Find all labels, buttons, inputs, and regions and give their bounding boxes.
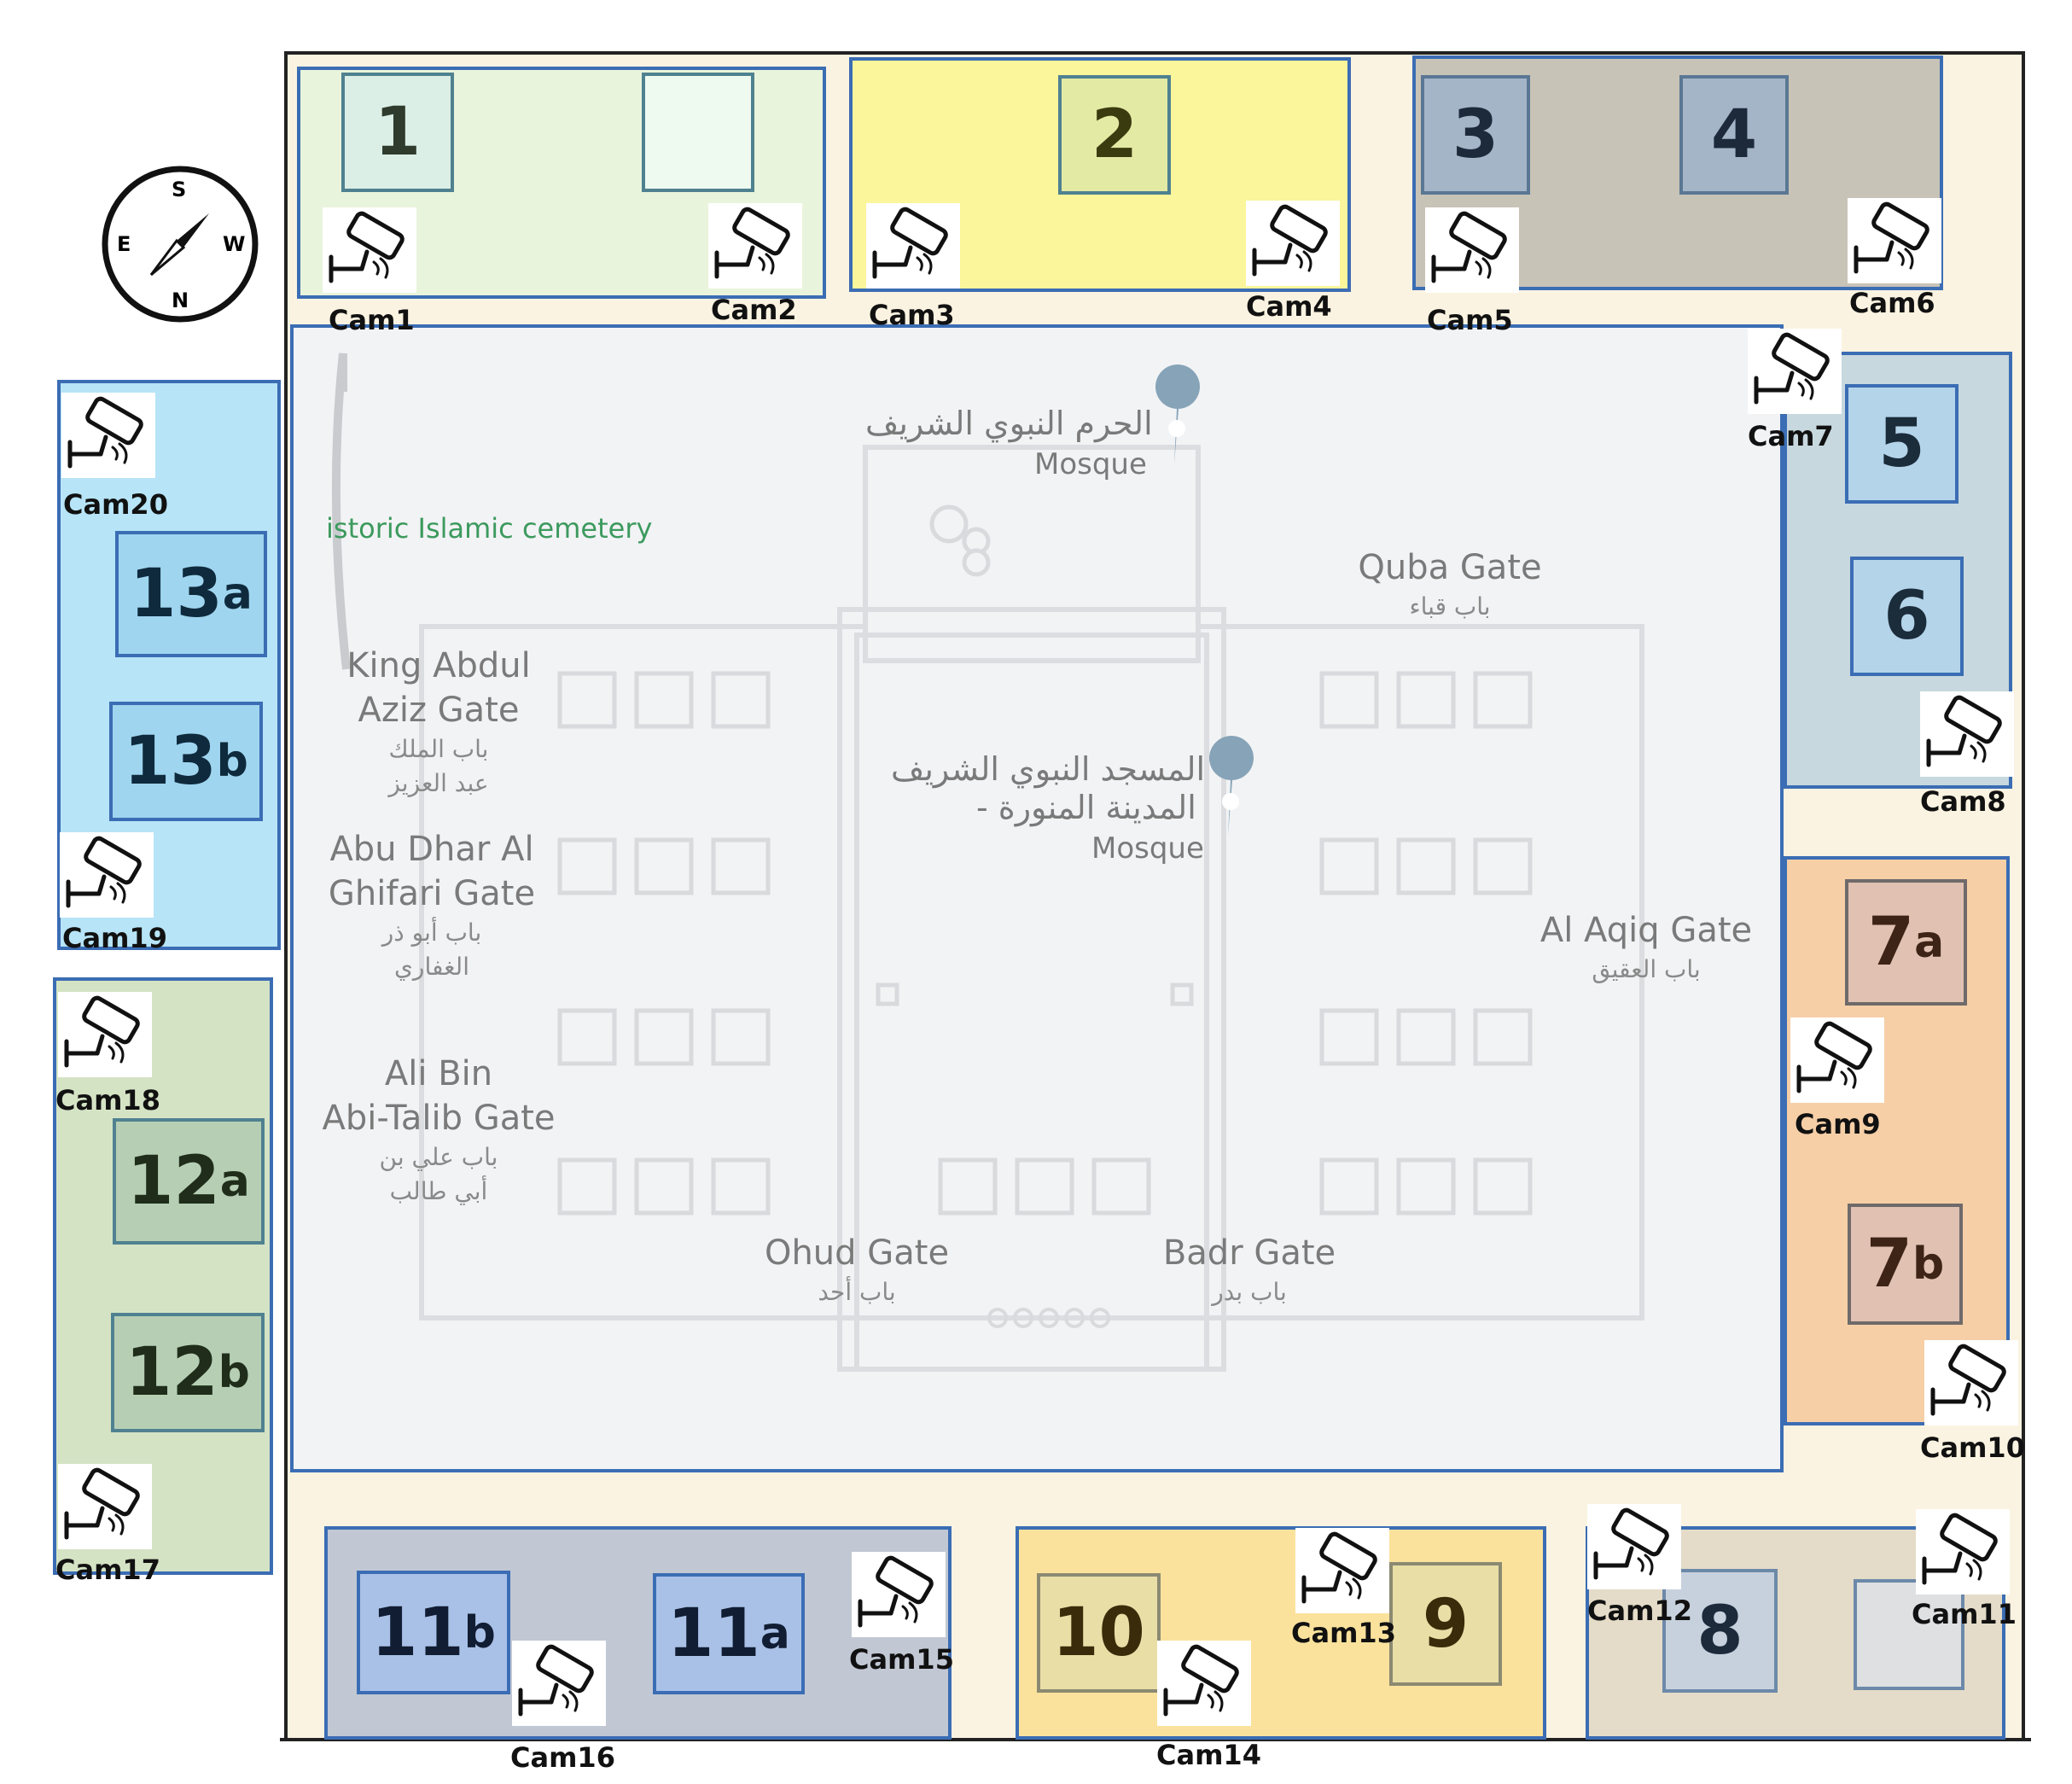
mosque-english-label: Mosque xyxy=(1091,831,1204,866)
compass-west: W xyxy=(223,232,246,256)
ground-baseline xyxy=(280,1738,2031,1741)
haram-arabic-label: الحرم النبوي الشريف xyxy=(865,405,1153,442)
camera-label-cam19: Cam19 xyxy=(62,922,167,954)
section-3: 3 xyxy=(1421,75,1530,195)
camera-icon-cam9 xyxy=(1790,1017,1884,1103)
camera-icon-cam11 xyxy=(1916,1509,2010,1595)
section-8: 8 xyxy=(1662,1569,1778,1693)
camera-icon-cam8 xyxy=(1920,691,2014,777)
camera-icon-cam5 xyxy=(1425,207,1519,293)
camera-icon-cam2 xyxy=(708,203,802,289)
unlabeled-box xyxy=(1854,1579,1964,1690)
section-9: 9 xyxy=(1389,1562,1502,1686)
camera-label-cam2: Cam2 xyxy=(711,294,797,326)
camera-label-cam1: Cam1 xyxy=(329,304,415,336)
haram-english-label: Mosque xyxy=(1034,447,1147,481)
section-10: 10 xyxy=(1037,1573,1161,1693)
camera-icon-cam15 xyxy=(852,1552,946,1637)
camera-label-cam17: Cam17 xyxy=(55,1554,160,1586)
camera-label-cam7: Cam7 xyxy=(1748,420,1834,452)
section-1: 1 xyxy=(341,73,454,192)
cemetery-label: istoric Islamic cemetery xyxy=(326,512,653,545)
mosque-floorplan xyxy=(331,353,1644,1372)
section-5: 5 xyxy=(1845,384,1959,504)
camera-label-cam5: Cam5 xyxy=(1427,304,1513,336)
location-pin-icon xyxy=(1209,736,1254,836)
camera-icon-cam18 xyxy=(58,992,152,1077)
compass-north: N xyxy=(172,289,189,312)
camera-label-cam3: Cam3 xyxy=(869,299,955,331)
mosque-map-panel: الحرم النبوي الشريف Mosque istoric Islam… xyxy=(290,324,1784,1472)
camera-icon-cam7 xyxy=(1748,329,1842,414)
camera-label-cam16: Cam16 xyxy=(510,1741,615,1774)
camera-label-cam20: Cam20 xyxy=(63,488,168,521)
location-pin-icon xyxy=(1155,364,1200,464)
compass-south: S xyxy=(172,178,187,201)
camera-icon-cam12 xyxy=(1587,1504,1681,1589)
section-4: 4 xyxy=(1679,75,1789,195)
mosque-arabic-label-2: - المدينة المنورة xyxy=(976,789,1196,826)
section-6: 6 xyxy=(1850,557,1964,676)
section-2: 2 xyxy=(1058,75,1171,195)
camera-label-cam12: Cam12 xyxy=(1587,1595,1692,1627)
camera-label-cam8: Cam8 xyxy=(1920,785,2006,818)
camera-label-cam14: Cam14 xyxy=(1156,1739,1261,1771)
camera-icon-cam20 xyxy=(61,393,155,478)
camera-icon-cam3 xyxy=(866,203,960,289)
camera-icon-cam4 xyxy=(1246,201,1340,286)
camera-label-cam4: Cam4 xyxy=(1246,290,1332,323)
camera-label-cam13: Cam13 xyxy=(1291,1617,1396,1649)
camera-icon-cam1 xyxy=(323,207,416,293)
compass: S N E W xyxy=(98,162,262,326)
camera-icon-cam14 xyxy=(1157,1641,1251,1726)
camera-label-cam11: Cam11 xyxy=(1912,1598,2017,1630)
camera-label-cam10: Cam10 xyxy=(1920,1431,2025,1464)
camera-icon-cam19 xyxy=(60,832,154,918)
camera-icon-cam13 xyxy=(1295,1528,1389,1613)
camera-icon-cam6 xyxy=(1848,198,1941,283)
camera-icon-cam16 xyxy=(512,1641,606,1726)
camera-label-cam18: Cam18 xyxy=(55,1084,160,1116)
mosque-arabic-label-1: المسجد النبوي الشريف xyxy=(891,750,1205,788)
camera-label-cam9: Cam9 xyxy=(1795,1108,1881,1140)
camera-label-cam15: Cam15 xyxy=(849,1643,954,1676)
camera-label-cam6: Cam6 xyxy=(1849,287,1935,319)
compass-east: E xyxy=(117,232,131,256)
unlabeled-box xyxy=(642,73,754,192)
camera-icon-cam17 xyxy=(58,1464,152,1549)
camera-icon-cam10 xyxy=(1924,1340,2018,1425)
compass-icon xyxy=(102,166,259,323)
